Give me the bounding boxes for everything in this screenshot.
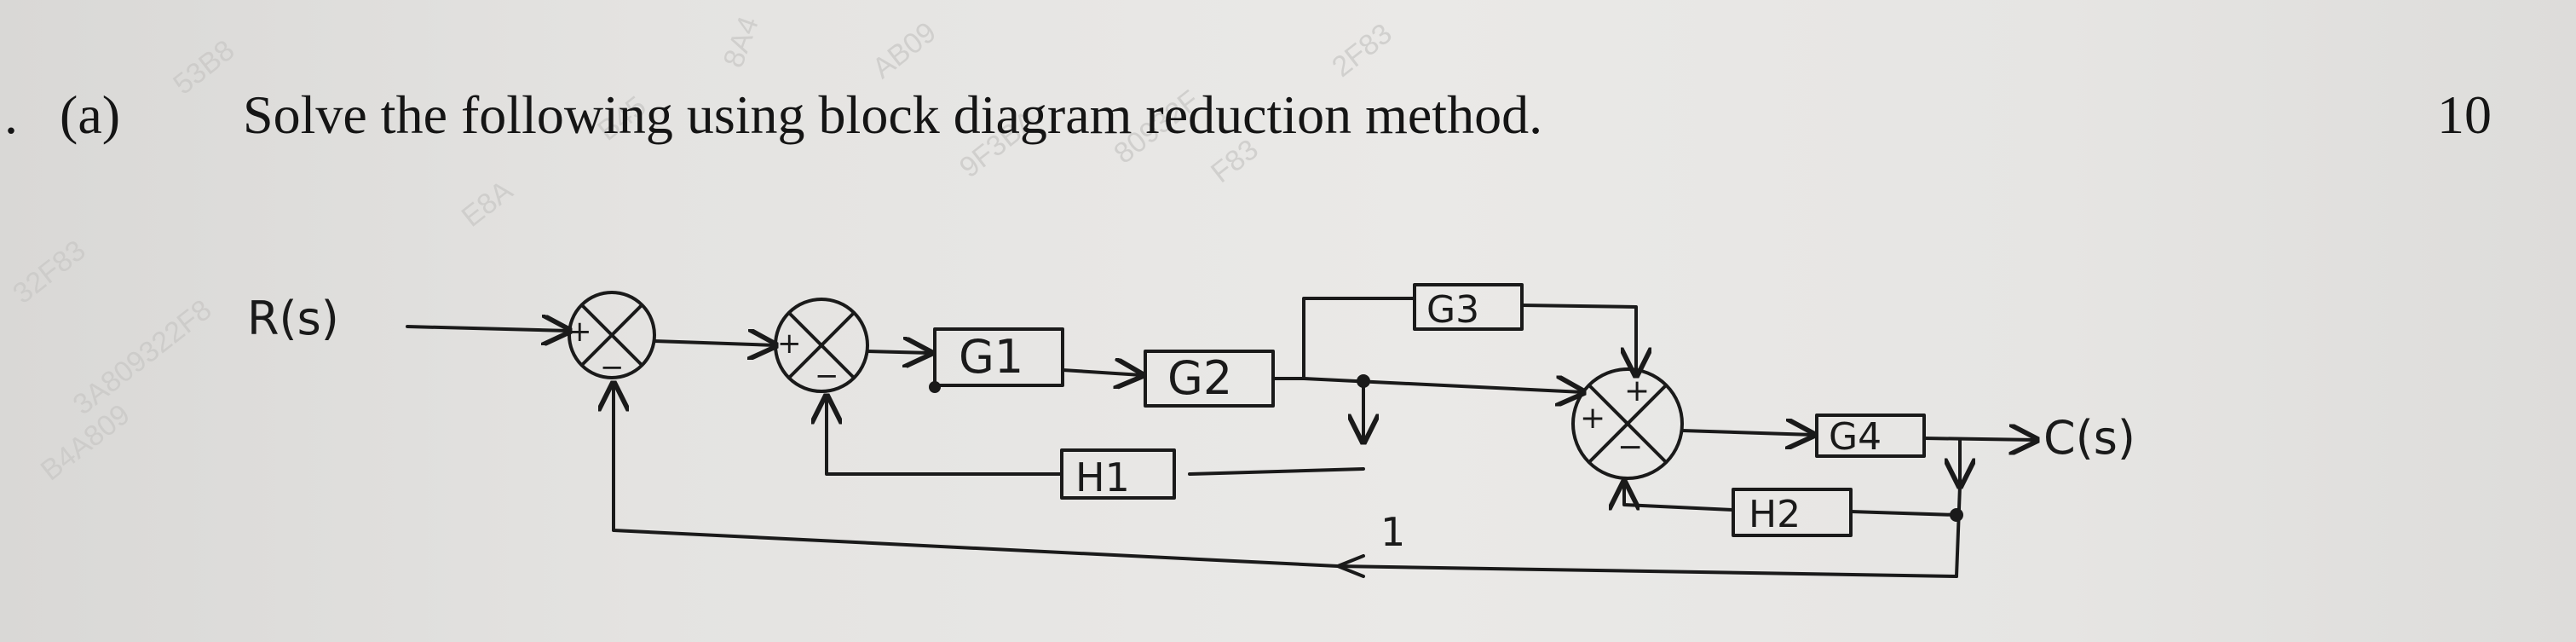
signal-line-g2-sum3: [1302, 379, 1583, 392]
h1-input-line: [1188, 467, 1365, 476]
g3-branch-line: [1302, 297, 1416, 380]
signal-line-sum2-g1: [866, 351, 931, 353]
input-signal-line: [406, 327, 569, 331]
block-h2-label: H2: [1749, 493, 1801, 536]
output-drop-line: [1955, 484, 1962, 578]
h1-feedback-line: [827, 396, 1063, 476]
sum2-minus-sign: −: [815, 359, 839, 393]
question-text: Solve the following using block diagram …: [243, 84, 1543, 145]
g3-output-line: [1520, 304, 1636, 375]
input-label: R(s): [247, 292, 339, 345]
sum3-plus-sign-left: +: [1580, 401, 1605, 436]
block-g1-label: G1: [959, 330, 1023, 384]
block-g3-label: G3: [1426, 288, 1479, 332]
pickoff-point: [929, 381, 941, 393]
unity-feedback-line: [614, 384, 1958, 578]
signal-line-g1-g2: [1061, 370, 1142, 375]
block-g2-label: G2: [1167, 351, 1232, 405]
unity-feedback-label: 1: [1380, 509, 1405, 555]
question-bullet: .: [4, 84, 18, 145]
block-h1-label: H1: [1075, 454, 1130, 500]
h2-feedback-line: [1624, 483, 1735, 512]
summing-junction-1: [568, 291, 656, 379]
summing-junction-3: [1571, 367, 1684, 480]
sum1-plus-sign: +: [568, 315, 592, 349]
signal-line-sum3-g4: [1680, 431, 1813, 435]
question-marks: 10: [2437, 84, 2492, 145]
h2-input-line: [1849, 510, 1958, 517]
output-signal-line: [1922, 438, 2037, 440]
output-label: C(s): [2043, 411, 2135, 465]
sum1-minus-sign: −: [600, 350, 625, 385]
block-h2: [1732, 488, 1853, 537]
block-g4: [1815, 414, 1926, 458]
block-g1: [933, 327, 1064, 387]
block-g4-label: G4: [1829, 415, 1882, 459]
sum3-minus-sign: −: [1617, 430, 1643, 465]
unity-feedback-arrowhead: [1336, 554, 1365, 578]
summing-junction-2: [774, 298, 869, 393]
signal-line-sum1-sum2: [653, 341, 775, 345]
question-part-label: (a): [60, 84, 121, 145]
sum3-plus-sign-top: +: [1624, 373, 1650, 408]
sum2-plus-sign: +: [777, 327, 802, 361]
